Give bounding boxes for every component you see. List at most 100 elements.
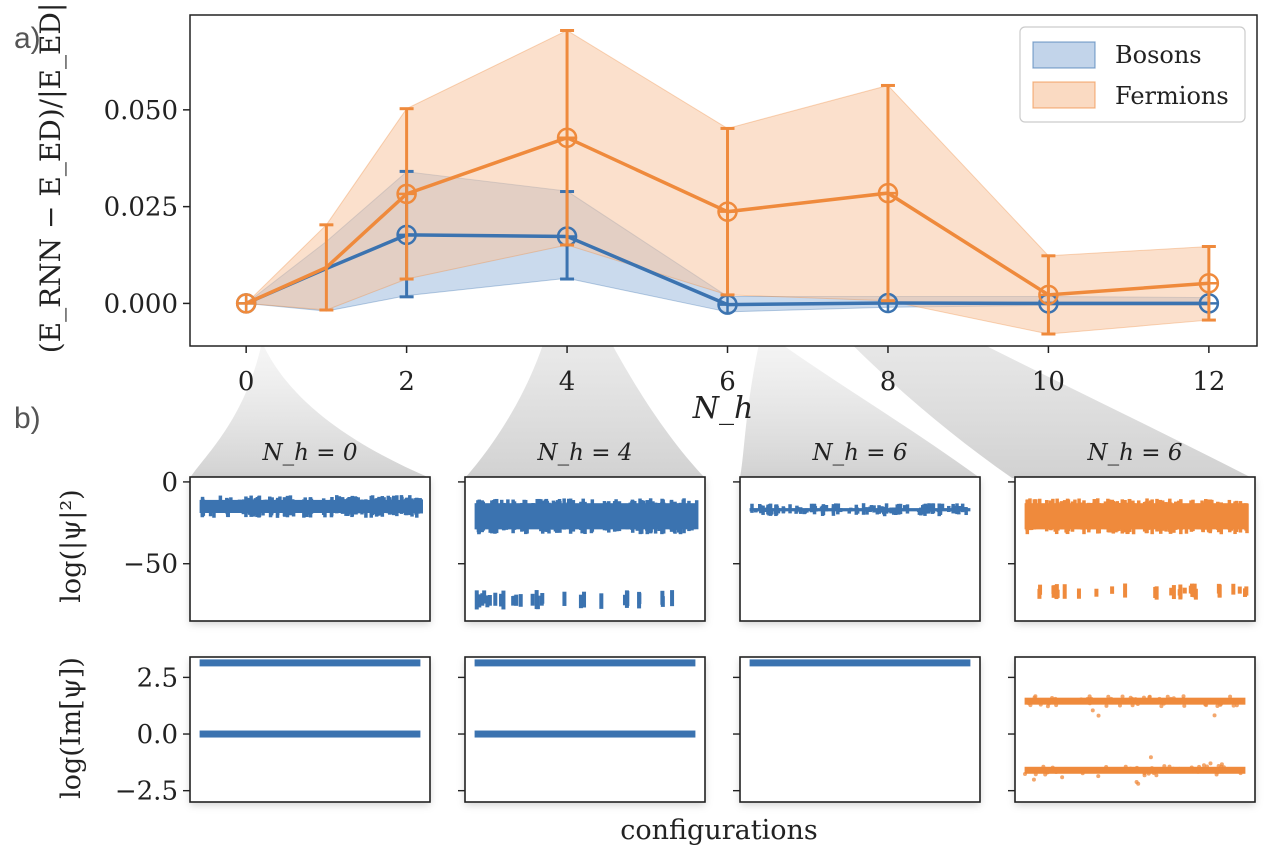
- im-scatter-point: [1133, 697, 1138, 702]
- row0-y-tick-label-0: 0: [161, 468, 178, 498]
- im-scatter-point: [1178, 767, 1183, 772]
- im-scatter-point: [1154, 773, 1159, 778]
- im-scatter-point: [1045, 704, 1050, 709]
- im-scatter-point: [1109, 700, 1114, 705]
- im-scatter-point: [1128, 766, 1133, 771]
- scatter-mark: [514, 594, 519, 606]
- im-scatter-point: [1134, 765, 1139, 770]
- im-scatter-point: [1197, 764, 1202, 769]
- scatter-mark: [758, 503, 762, 512]
- im-level-0: [749, 659, 971, 667]
- im-scatter-point: [1192, 769, 1197, 774]
- scatter-mark: [940, 503, 945, 511]
- scatter-mark: [836, 503, 841, 513]
- x-tick-label-10: 10: [1032, 367, 1065, 397]
- scatter-mark: [562, 591, 567, 606]
- scatter-band: [749, 508, 971, 512]
- scatter-mark: [1076, 588, 1081, 599]
- y-tick-label-0: 0.000: [104, 289, 178, 319]
- im-scatter-point: [1219, 762, 1224, 767]
- marker-bosons-6: [717, 294, 738, 315]
- subplot-title-0: N_h = 0: [262, 440, 358, 466]
- row1-y-tick-label-0: 2.5: [137, 663, 178, 693]
- subplot-frame: [189, 476, 431, 622]
- scatter-mark: [1055, 589, 1060, 598]
- subplot-background: [1015, 477, 1255, 621]
- scatter-mark: [1217, 584, 1222, 597]
- im-scatter-point: [1096, 767, 1101, 772]
- scatter-mark: [927, 503, 931, 513]
- scatter-mark: [1154, 586, 1159, 600]
- im-scatter-point: [1206, 768, 1211, 773]
- im-scatter-point: [1060, 775, 1065, 780]
- im-level-1: [1024, 766, 1246, 774]
- im-scatter-point: [1026, 768, 1031, 773]
- im-scatter-point: [1023, 772, 1027, 777]
- im-scatter-point: [1039, 699, 1044, 704]
- scatter-mark: [1178, 587, 1183, 599]
- scatter-mark: [1171, 585, 1176, 600]
- marker-fermions-8: [877, 182, 899, 204]
- im-scatter-point: [1146, 771, 1151, 776]
- im-scatter-point: [1104, 764, 1109, 769]
- marker-fermions-6: [717, 201, 738, 222]
- subplot-frame: [739, 476, 981, 622]
- scatter-mark: [485, 595, 490, 608]
- im-scatter-point: [1162, 764, 1167, 769]
- im-scatter-point: [1120, 694, 1125, 699]
- x-tick-label-8: 8: [880, 367, 897, 397]
- im-scatter-point: [1060, 768, 1065, 773]
- legend-swatch-bosons: [1032, 41, 1096, 69]
- im-scatter-point: [1174, 767, 1179, 772]
- im-scatter-point: [1123, 764, 1128, 769]
- im-scatter-point: [1106, 694, 1111, 699]
- scatter-mark: [957, 509, 961, 515]
- subplot-title-1: N_h = 4: [537, 440, 633, 466]
- row1-y-tick-label-1: 0.0: [137, 720, 178, 750]
- subplot-frame: [189, 656, 431, 803]
- im-scatter-point: [1159, 704, 1164, 709]
- subplot-frame: [1014, 476, 1256, 622]
- subplot-frame: [464, 476, 706, 622]
- im-scatter-point: [1205, 764, 1210, 769]
- im-level-1: [199, 730, 421, 738]
- subplot-frame: [464, 656, 706, 803]
- cone-nh0: [190, 342, 430, 478]
- im-scatter-point: [1181, 694, 1186, 699]
- x-tick-label-2: 2: [398, 367, 415, 397]
- im-scatter-point: [1208, 698, 1213, 703]
- scatter-mark: [1094, 588, 1099, 597]
- subplot-r1-c1: [458, 656, 706, 803]
- scatter-mark: [1110, 586, 1115, 594]
- im-scatter-point: [1053, 696, 1058, 701]
- configurations-label: configurations: [620, 815, 817, 846]
- im-scatter-point: [1152, 698, 1157, 703]
- row1-y-tick-label-2: −2.5: [115, 777, 178, 807]
- im-scatter-point: [1130, 703, 1135, 708]
- scatter-mark: [518, 594, 523, 607]
- scatter-mark: [624, 590, 629, 608]
- scatter-mark: [865, 509, 869, 515]
- im-scatter-point: [1050, 695, 1055, 700]
- marker-fermions-0: [235, 293, 257, 314]
- im-scatter-point: [1182, 703, 1187, 708]
- im-scatter-point: [1104, 703, 1109, 708]
- im-scatter-point: [1134, 779, 1139, 784]
- scatter-mark: [501, 590, 506, 610]
- im-level-0: [199, 659, 421, 667]
- im-scatter-point: [1122, 698, 1127, 703]
- im-scatter-point: [1201, 763, 1206, 768]
- y-tick-label-1: 0.025: [104, 193, 178, 223]
- scatter-mark: [637, 591, 642, 609]
- im-scatter-point: [1184, 768, 1189, 773]
- scatter-mark: [582, 591, 587, 608]
- subplot-background: [190, 657, 430, 802]
- im-scatter-point: [1203, 702, 1208, 707]
- scatter-mark: [1053, 585, 1058, 597]
- line-bosons: [245, 233, 1209, 307]
- im-scatter-point: [1165, 694, 1170, 699]
- im-scatter-point: [1231, 703, 1236, 708]
- im-scatter-point: [1238, 771, 1243, 776]
- im-scatter-point: [1106, 768, 1111, 773]
- im-scatter-point: [1050, 765, 1055, 770]
